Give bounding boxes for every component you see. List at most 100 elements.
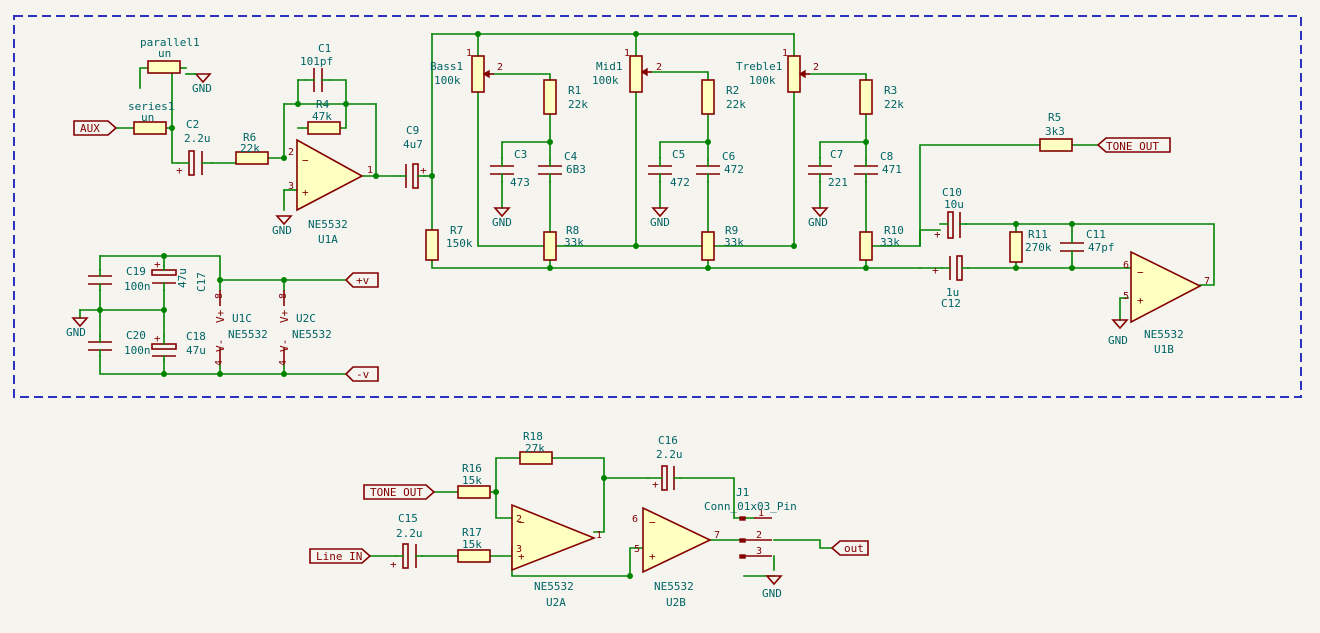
net-label-out[interactable]: out bbox=[830, 540, 869, 556]
capacitor-c16[interactable]: + C16 2.2u bbox=[647, 434, 683, 491]
potentiometer-mid1[interactable]: Mid1 100k 2 1 bbox=[592, 48, 662, 93]
svg-text:V-: V- bbox=[278, 339, 291, 352]
capacitor-c8[interactable]: C8 471 bbox=[854, 150, 902, 183]
svg-text:GND: GND bbox=[492, 216, 512, 229]
capacitor-c20[interactable]: C20 100n bbox=[88, 329, 151, 357]
svg-text:-v: -v bbox=[356, 368, 370, 381]
svg-text:6: 6 bbox=[632, 514, 638, 525]
svg-text:8: 8 bbox=[214, 293, 225, 299]
opamp-power-u1c[interactable]: 8 4 V+ V- U1C NE5532 bbox=[214, 290, 268, 366]
potentiometer-treble1[interactable]: Treble1 100k 2 1 bbox=[736, 48, 819, 93]
svg-text:R11: R11 bbox=[1028, 228, 1048, 241]
svg-text:GND: GND bbox=[808, 216, 828, 229]
svg-text:101pf: 101pf bbox=[300, 55, 333, 68]
capacitor-c1[interactable]: C1 101pf bbox=[300, 42, 333, 92]
net-label-aux[interactable]: AUX bbox=[73, 120, 118, 136]
resistor-r1[interactable]: R1 22k bbox=[543, 79, 588, 115]
net-label-tone-out-2[interactable]: TONE OUT bbox=[363, 484, 436, 500]
capacitor-c17[interactable]: + 47u C17 bbox=[151, 258, 208, 292]
svg-text:100n: 100n bbox=[124, 344, 151, 357]
resistor-r4[interactable]: R4 47k bbox=[307, 98, 341, 135]
svg-text:R9: R9 bbox=[725, 224, 738, 237]
capacitor-c3[interactable]: C3 473 bbox=[490, 148, 530, 189]
resistor-r7[interactable]: R7 150k bbox=[425, 224, 473, 261]
svg-text:3k3: 3k3 bbox=[1045, 125, 1065, 138]
opamp-u2a[interactable]: − + 2 3 1 NE5532 U2A bbox=[511, 503, 602, 609]
svg-text:series1: series1 bbox=[128, 100, 174, 113]
resistor-r8[interactable]: R8 33k bbox=[543, 224, 584, 261]
connector-j1[interactable]: 1 2 3 J1 Conn_01x03_Pin bbox=[704, 486, 797, 559]
net-label-vneg[interactable]: -v bbox=[344, 366, 379, 382]
potentiometer-bass1[interactable]: Bass1 100k 2 1 bbox=[430, 48, 503, 93]
svg-text:un: un bbox=[158, 47, 171, 60]
resistor-r6[interactable]: R6 22k bbox=[235, 131, 269, 165]
svg-text:6B3: 6B3 bbox=[566, 163, 586, 176]
resistor-r17[interactable]: R17 15k bbox=[457, 526, 491, 563]
svg-text:100k: 100k bbox=[434, 74, 461, 87]
resistor-parallel1[interactable]: parallel1 un bbox=[140, 36, 200, 74]
gnd-symbol-3: GND bbox=[492, 207, 512, 229]
resistor-r16[interactable]: R16 15k bbox=[457, 462, 491, 499]
resistor-r9[interactable]: R9 33k bbox=[701, 224, 744, 261]
resistor-r10[interactable]: R10 33k bbox=[859, 224, 904, 261]
svg-text:473: 473 bbox=[510, 176, 530, 189]
svg-text:C17: C17 bbox=[195, 272, 208, 292]
capacitor-c4[interactable]: C4 6B3 bbox=[538, 150, 586, 183]
svg-text:Treble1: Treble1 bbox=[736, 60, 782, 73]
svg-text:NE5532: NE5532 bbox=[1144, 328, 1184, 341]
svg-text:−: − bbox=[1137, 266, 1144, 279]
svg-text:+: + bbox=[649, 550, 656, 563]
svg-text:−: − bbox=[302, 154, 309, 167]
opamp-u2b[interactable]: − + 6 5 7 NE5532 U2B bbox=[632, 506, 720, 609]
net-label-vpos[interactable]: +v bbox=[344, 272, 379, 288]
svg-text:GND: GND bbox=[1108, 334, 1128, 347]
opamp-u1b[interactable]: − + 6 5 7 NE5532 U1B bbox=[1123, 250, 1210, 356]
capacitor-c15[interactable]: + C15 2.2u bbox=[390, 512, 423, 571]
gnd-symbol-8: GND bbox=[762, 575, 783, 600]
svg-text:−: − bbox=[649, 516, 656, 529]
capacitor-c2[interactable]: + C2 2.2u bbox=[176, 118, 213, 177]
capacitor-c10[interactable]: + C10 10u bbox=[934, 186, 967, 241]
resistor-series1[interactable]: series1 un bbox=[128, 100, 174, 135]
svg-text:R16: R16 bbox=[462, 462, 482, 475]
capacitor-c18[interactable]: + C18 47u bbox=[151, 330, 206, 361]
svg-text:+: + bbox=[518, 550, 525, 563]
net-label-line-in[interactable]: Line IN bbox=[309, 548, 372, 564]
resistor-r5[interactable]: R5 3k3 bbox=[1039, 111, 1073, 152]
svg-text:22k: 22k bbox=[240, 142, 260, 155]
svg-text:C12: C12 bbox=[941, 297, 961, 310]
resistor-r3[interactable]: R3 22k bbox=[859, 79, 904, 115]
svg-text:5: 5 bbox=[634, 544, 640, 555]
svg-text:+v: +v bbox=[356, 274, 370, 287]
tone-stack-frame bbox=[13, 15, 1302, 398]
capacitor-c9[interactable]: + C9 4u7 bbox=[399, 124, 427, 189]
capacitor-c7[interactable]: C7 221 bbox=[808, 148, 848, 189]
svg-text:C1: C1 bbox=[318, 42, 331, 55]
svg-text:C8: C8 bbox=[880, 150, 893, 163]
resistor-r11[interactable]: R11 270k bbox=[1009, 228, 1052, 263]
net-label-tone-out-1[interactable]: TONE OUT bbox=[1096, 137, 1171, 153]
svg-text:1: 1 bbox=[624, 48, 630, 59]
svg-text:33k: 33k bbox=[724, 236, 744, 249]
svg-text:7: 7 bbox=[1204, 276, 1210, 287]
svg-text:22k: 22k bbox=[568, 98, 588, 111]
resistor-r18[interactable]: R18 27k bbox=[519, 430, 553, 465]
opamp-power-u2c[interactable]: 8 4 V+ V- U2C NE5532 bbox=[278, 290, 332, 366]
svg-text:Line IN: Line IN bbox=[316, 550, 362, 563]
resistor-r2[interactable]: R2 22k bbox=[701, 79, 746, 115]
svg-text:parallel1: parallel1 bbox=[140, 36, 200, 49]
capacitor-c11[interactable]: C11 47pf bbox=[1060, 228, 1115, 263]
svg-text:10u: 10u bbox=[944, 198, 964, 211]
capacitor-c12[interactable]: + 1u C12 bbox=[932, 255, 969, 310]
svg-text:R6: R6 bbox=[243, 131, 256, 144]
opamp-u1a[interactable]: − + 2 3 1 NE5532 U1A bbox=[288, 138, 373, 246]
capacitor-c19[interactable]: C19 100n bbox=[88, 265, 151, 293]
svg-text:+: + bbox=[652, 478, 659, 491]
svg-text:47k: 47k bbox=[312, 110, 332, 123]
svg-text:U1A: U1A bbox=[318, 233, 338, 246]
svg-text:2: 2 bbox=[516, 514, 522, 525]
capacitor-c5[interactable]: C5 472 bbox=[648, 148, 690, 189]
svg-text:472: 472 bbox=[724, 163, 744, 176]
svg-text:27k: 27k bbox=[525, 442, 545, 455]
capacitor-c6[interactable]: C6 472 bbox=[696, 150, 744, 183]
